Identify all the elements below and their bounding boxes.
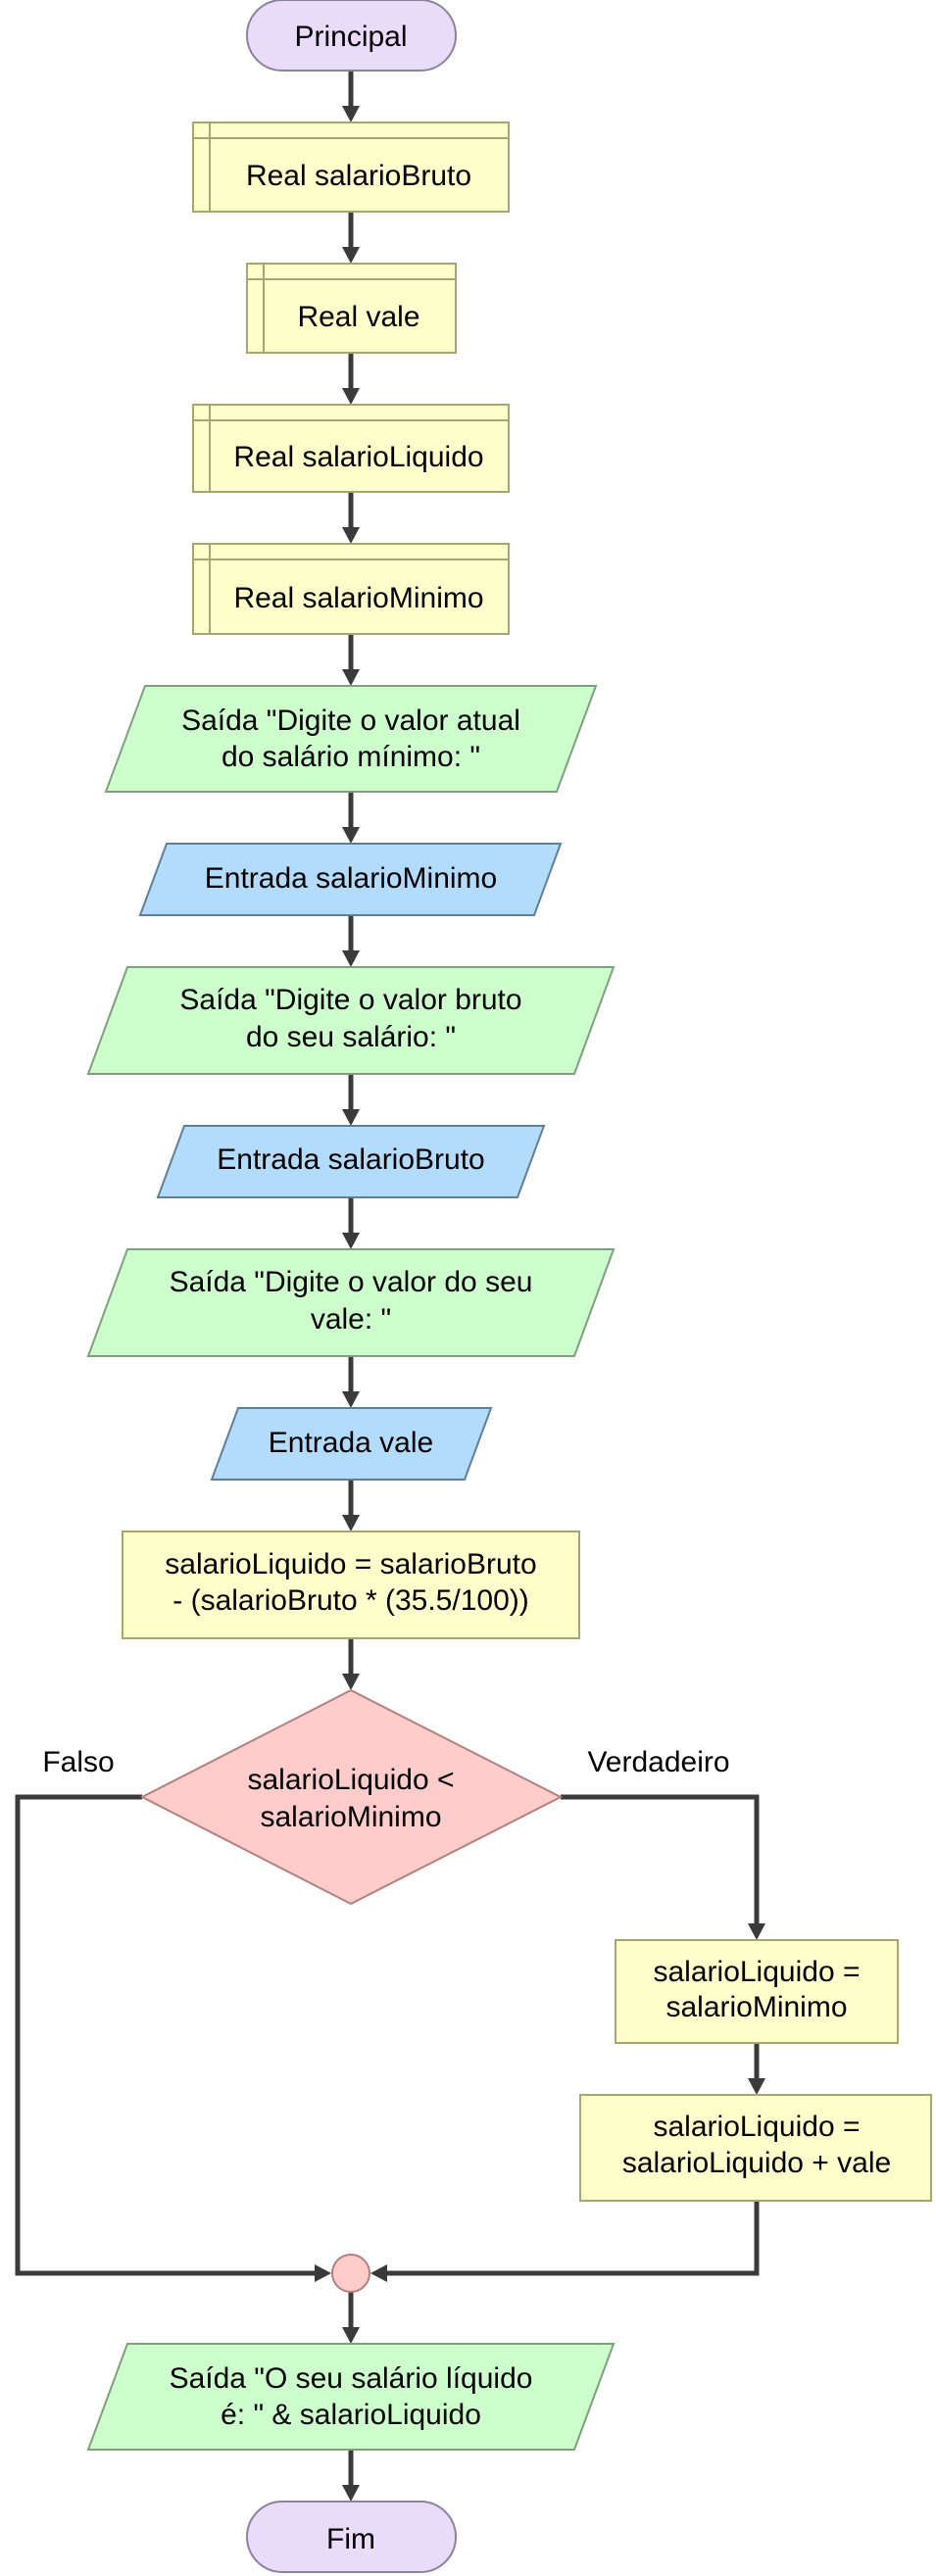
process-line-2: - (salarioBruto * (35.5/100)) [172,1584,529,1617]
input-label: Entrada vale [269,1427,433,1459]
output-shape [86,2343,616,2451]
start-label: Principal [294,21,407,53]
input-shape [156,1125,546,1198]
output-shape [104,685,598,793]
output-shape [86,966,616,1075]
output-vale-prompt[interactable]: Saída "Digite o valor do seu vale: " [86,1248,616,1357]
end-label: Fim [326,2523,375,2555]
declare-shape [192,404,510,493]
arrowhead [342,950,360,967]
false-branch-label: Falso [42,1746,114,1778]
arrowhead [748,2078,765,2095]
arrowhead [370,2264,387,2282]
arrowhead [748,1923,765,1940]
output-salario-bruto-prompt[interactable]: Saída "Digite o valor bruto do seu salár… [86,966,616,1075]
arrowhead [342,247,360,264]
arrowhead [342,106,360,122]
declare-salario-bruto[interactable]: Real salarioBruto [192,122,510,213]
arrowhead [342,1515,360,1531]
process-add-vale[interactable]: salarioLiquido = salarioLiquido + vale [579,2094,932,2202]
arrowhead [342,388,360,405]
edge-add-vale-to-join [385,2201,760,2276]
arrowhead [342,2485,360,2502]
arrowhead [342,1391,360,1408]
process-line-1: salarioLiquido = salarioBruto [165,1548,536,1580]
end-terminal[interactable]: Fim [246,2501,457,2573]
declare-salario-minimo[interactable]: Real salarioMinimo [192,543,510,635]
output-line-1: Saída "Digite o valor atual [181,705,520,737]
decision-line-1: salarioLiquido < [248,1764,455,1796]
output-shape [86,1248,616,1357]
input-salario-bruto[interactable]: Entrada salarioBruto [156,1125,546,1198]
output-line-1: Saída "Digite o valor do seu [170,1266,533,1298]
process-shape [579,2094,932,2202]
input-shape [210,1407,493,1481]
declare-vale-label: Real vale [297,301,419,333]
edges [15,71,765,2502]
edge-decision-false [15,1794,317,2276]
arrowhead [342,1674,360,1690]
output-line-2: do salário mínimo: " [222,741,480,773]
declare-salario-minimo-label: Real salarioMinimo [233,582,483,614]
start-terminal[interactable]: Principal [246,0,457,72]
edge-decision-true [561,1794,760,1925]
output-line-2: é: " & salarioLiquido [221,2399,481,2431]
true-branch-label: Verdadeiro [587,1746,729,1778]
process-line-1: salarioLiquido = [654,1956,861,1988]
declare-salario-liquido[interactable]: Real salarioLiquido [192,404,510,493]
process-calc-liquido[interactable]: salarioLiquido = salarioBruto - (salario… [122,1531,580,1639]
input-label: Entrada salarioMinimo [205,862,497,895]
declare-vale[interactable]: Real vale [246,263,457,354]
process-shape [122,1531,580,1639]
arrowhead [315,2264,331,2282]
output-salario-minimo-prompt[interactable]: Saída "Digite o valor atual do salário m… [104,685,598,793]
arrowhead [342,1233,360,1249]
decision-shape [139,1688,564,1906]
process-shape [615,1939,899,2044]
output-line-1: Saída "O seu salário líquido [170,2362,533,2395]
output-line-2: vale: " [311,1303,391,1336]
arrowhead [342,669,360,686]
process-line-2: salarioLiquido + vale [622,2147,891,2179]
decision-liquido-lt-minimo[interactable]: salarioLiquido < salarioMinimo [139,1688,564,1906]
process-assign-minimo[interactable]: salarioLiquido = salarioMinimo [615,1939,899,2044]
arrowhead [342,2327,360,2344]
input-salario-minimo[interactable]: Entrada salarioMinimo [138,843,563,916]
process-line-1: salarioLiquido = [654,2111,861,2143]
output-result[interactable]: Saída "O seu salário líquido é: " & sala… [86,2343,616,2451]
input-label: Entrada salarioBruto [217,1143,485,1176]
declare-salario-bruto-label: Real salarioBruto [246,160,471,192]
arrowhead [342,1109,360,1126]
arrowhead [342,827,360,844]
arrowhead [342,527,360,544]
declare-salario-liquido-label: Real salarioLiquido [233,441,483,473]
output-line-1: Saída "Digite o valor bruto [179,984,521,1016]
decision-line-2: salarioMinimo [260,1801,441,1833]
terminal-shape [246,2501,457,2573]
join-connector[interactable] [331,2254,370,2293]
input-vale[interactable]: Entrada vale [210,1407,493,1481]
input-shape [138,843,563,916]
output-line-2: do seu salário: " [246,1021,456,1053]
process-line-2: salarioMinimo [665,1991,847,2023]
terminal-shape [246,0,457,72]
